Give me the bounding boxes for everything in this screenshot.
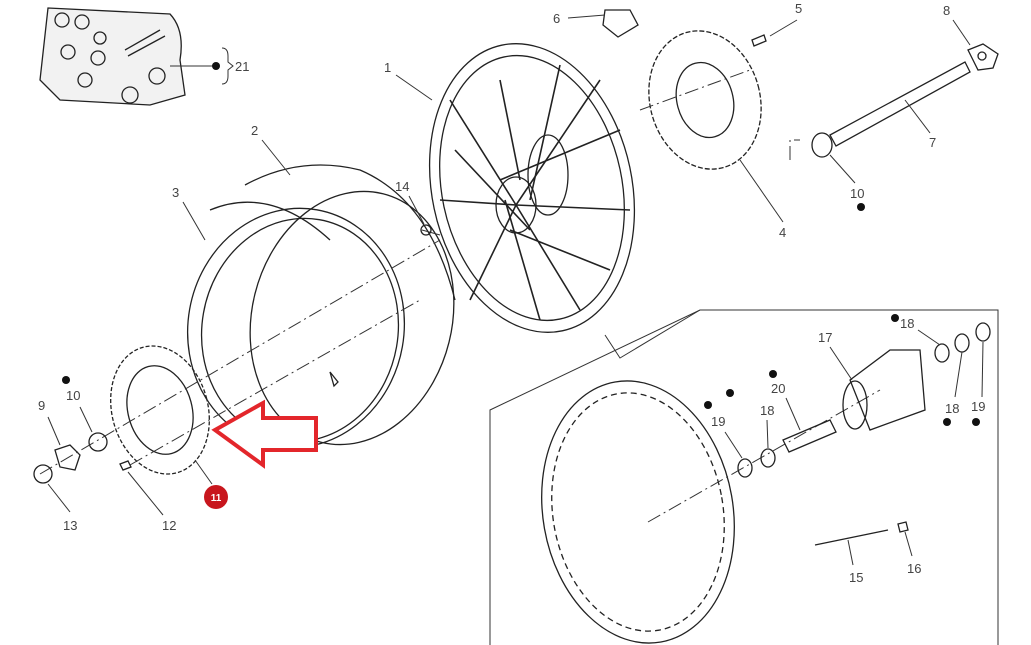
chain-adjuster[interactable] bbox=[54, 444, 81, 471]
callout-19[interactable]: 19 bbox=[971, 399, 985, 414]
hub-detail-inset bbox=[489, 309, 999, 645]
chain-guide[interactable] bbox=[602, 9, 639, 38]
leader-lines bbox=[47, 14, 984, 566]
sprocket-bolt[interactable] bbox=[751, 34, 767, 47]
axle[interactable] bbox=[811, 43, 999, 158]
callout-6[interactable]: 6 bbox=[553, 11, 560, 26]
callout-16[interactable]: 16 bbox=[907, 561, 921, 576]
reference-dots bbox=[62, 62, 980, 426]
tire[interactable] bbox=[209, 164, 480, 466]
part-11-label: 11 bbox=[211, 493, 222, 504]
spoke-nipple[interactable] bbox=[420, 224, 432, 236]
spacer[interactable] bbox=[88, 432, 108, 452]
hub bbox=[849, 349, 926, 431]
callout-4[interactable]: 4 bbox=[779, 225, 786, 240]
callout-17[interactable]: 17 bbox=[818, 330, 832, 345]
callout-10[interactable]: 10 bbox=[66, 388, 80, 403]
callout-3[interactable]: 3 bbox=[172, 185, 179, 200]
callout-18[interactable]: 18 bbox=[900, 316, 914, 331]
callout-14[interactable]: 14 bbox=[395, 179, 409, 194]
callout-5[interactable]: 5 bbox=[795, 1, 802, 16]
callout-1[interactable]: 1 bbox=[384, 60, 391, 75]
callout-20[interactable]: 20 bbox=[771, 381, 785, 396]
callout-21[interactable]: 21 bbox=[235, 59, 249, 74]
callout-10[interactable]: 10 bbox=[850, 186, 864, 201]
callout-2[interactable]: 2 bbox=[251, 123, 258, 138]
callout-7[interactable]: 7 bbox=[929, 135, 936, 150]
hub-spacer bbox=[782, 419, 837, 453]
part-11-badge[interactable]: 11 bbox=[204, 485, 228, 509]
highlight-arrow bbox=[211, 399, 318, 469]
callout-18[interactable]: 18 bbox=[945, 401, 959, 416]
callout-15[interactable]: 15 bbox=[849, 570, 863, 585]
callout-8[interactable]: 8 bbox=[943, 3, 950, 18]
wheel-assembly[interactable] bbox=[404, 24, 660, 351]
callout-18[interactable]: 18 bbox=[760, 403, 774, 418]
callout-19[interactable]: 19 bbox=[711, 414, 725, 429]
callout-9[interactable]: 9 bbox=[38, 398, 45, 413]
axle-nut[interactable] bbox=[33, 464, 53, 484]
bearing-kit-group[interactable] bbox=[39, 7, 234, 106]
callout-13[interactable]: 13 bbox=[63, 518, 77, 533]
disc-bolt[interactable] bbox=[119, 460, 132, 471]
callouts: 1 2 3 4 5 6 7 8 9 10 10 12 13 14 15 16 1… bbox=[38, 1, 985, 585]
callout-12[interactable]: 12 bbox=[162, 518, 176, 533]
sprocket[interactable] bbox=[634, 18, 776, 182]
brake-disc[interactable] bbox=[97, 335, 223, 485]
